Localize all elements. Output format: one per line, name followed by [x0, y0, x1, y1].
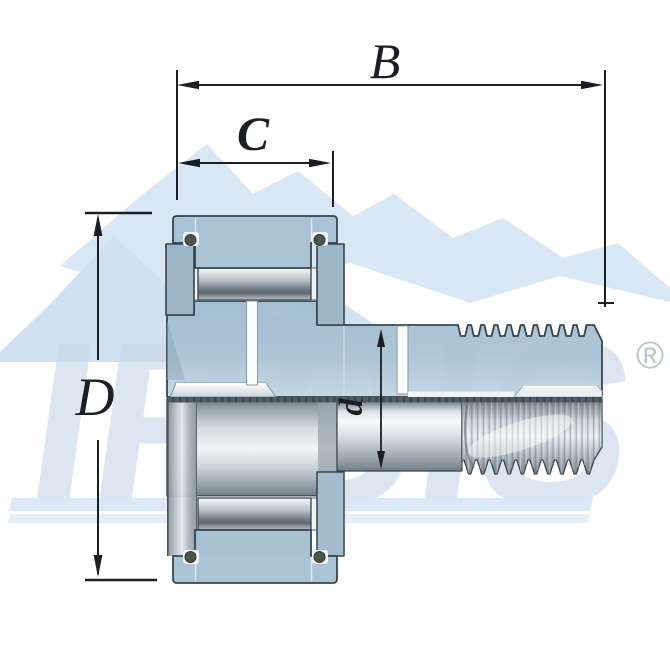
stud-section-upper — [166, 300, 603, 398]
label-d: d — [333, 398, 370, 416]
lubrication-duct — [408, 391, 514, 397]
side-plate-top-right — [316, 243, 345, 326]
stud-socket — [169, 382, 277, 398]
needle-roller-bottom — [197, 497, 312, 531]
arrowhead-up — [377, 329, 385, 347]
axis-line — [167, 397, 602, 403]
cam-follower-drawing — [165, 215, 603, 584]
dimension-d: d — [333, 329, 385, 469]
label-D: D — [75, 367, 115, 427]
seal-bottom-left — [184, 551, 197, 563]
lubrication-hole-left — [246, 300, 258, 386]
dimensions: B C D d — [75, 33, 614, 582]
arrowhead-left — [177, 80, 199, 90]
dimension-D: D — [75, 211, 157, 582]
thread-runout-groove — [463, 401, 475, 469]
dimension-C: C — [178, 108, 334, 207]
seal-top-left — [184, 234, 197, 246]
arrowhead-right — [581, 80, 603, 90]
head-left-edge — [167, 399, 197, 556]
seal-bottom-right — [313, 551, 326, 563]
stud-head-chamfer — [167, 320, 185, 380]
side-plate-top-left — [165, 243, 195, 316]
lubrication-hole-right — [396, 325, 409, 395]
label-B: B — [370, 33, 401, 89]
thread-highlight — [467, 414, 573, 458]
label-C: C — [237, 108, 270, 161]
seal-top-right — [313, 234, 326, 246]
arrowhead-right — [309, 158, 331, 168]
arrowhead-left — [178, 158, 200, 168]
needle-roller-top — [197, 267, 312, 301]
side-plate-bottom-right — [316, 471, 345, 557]
outer-ring-top — [172, 215, 338, 269]
dimension-B: B — [176, 33, 614, 307]
arrowhead-down — [377, 451, 385, 469]
thread-striations — [461, 399, 602, 474]
stud-shaft-cylinder — [336, 398, 463, 472]
outer-ring-bottom — [172, 529, 338, 584]
registered-trademark-icon: ® — [636, 335, 664, 377]
arrowhead-up — [93, 214, 103, 236]
arrowhead-down — [93, 555, 103, 577]
